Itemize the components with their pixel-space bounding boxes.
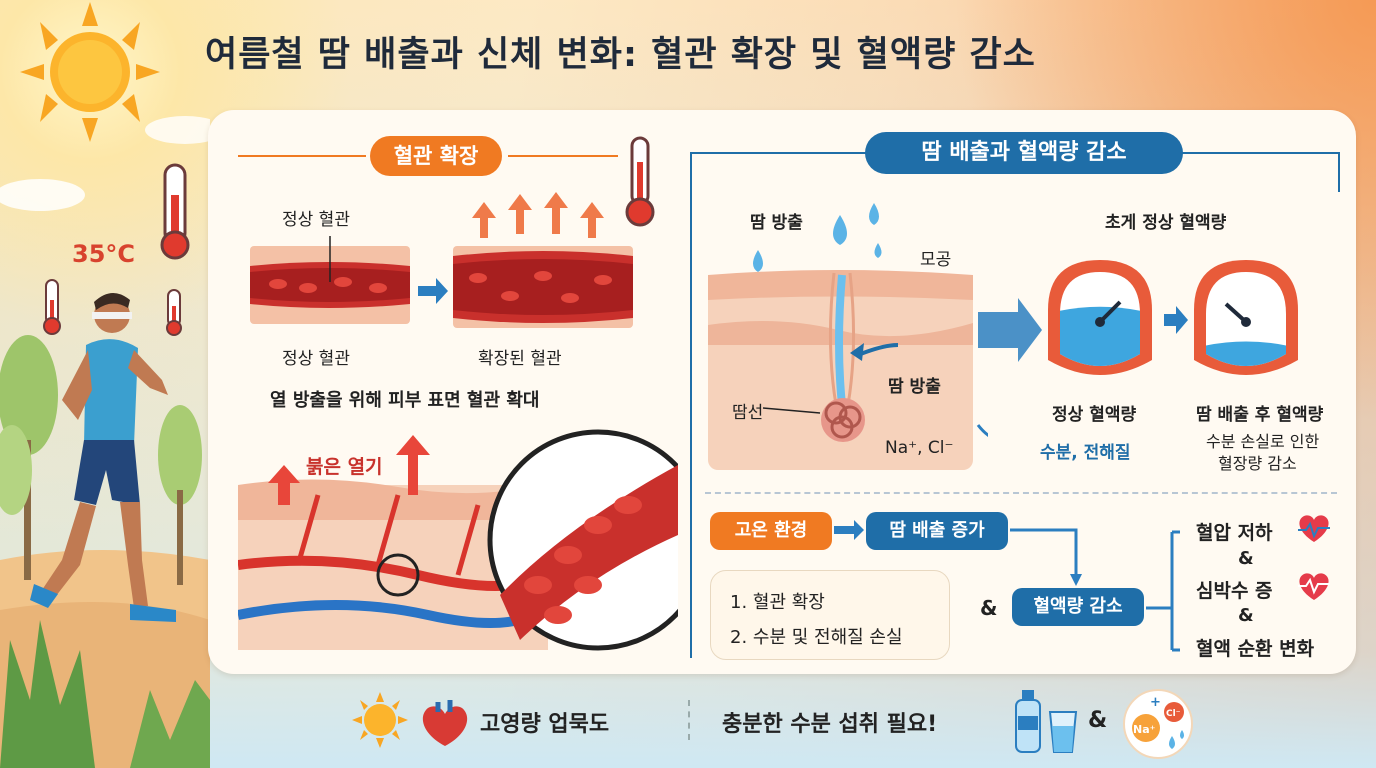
flow-sweat-increase: 땀 배출 증가 [866,512,1008,550]
flow-cause-1: 1. 혈관 확장 [730,592,825,613]
flow-effect-amp-1: & [1238,548,1254,569]
flow-hot-env: 고온 환경 [710,512,832,550]
flow-effect-2: 심박수 증 [1196,580,1273,602]
heart-organ-icon [422,700,468,746]
heart-pulse-icons [1298,515,1330,600]
thermometer-icon [625,136,655,227]
footer-amp: & [1088,708,1108,733]
footer-divider [688,700,690,740]
water-bottle-glass-icon [1015,690,1078,753]
divider-line [1338,152,1340,192]
heart-icon [1298,515,1330,542]
divider-line [1180,152,1340,154]
label-pore: 모공 [920,250,952,270]
thermometer-icon [43,279,61,335]
badge-plus-text: + [1150,695,1161,710]
thermometer-icon [166,289,182,336]
heart-icon [1298,573,1330,600]
label-after-desc-2: 혈장량 감소 [1218,454,1297,473]
flow-effect-3: 혈액 순환 변화 [1196,638,1315,660]
sun-icon [20,2,160,142]
dashed-divider [705,492,1337,494]
divider-line [690,152,870,154]
electrolyte-badge: Na⁺ Cl⁻ + [1123,689,1193,759]
blood-volume-gauges [978,260,1298,375]
label-after-volume: 땀 배출 후 혈액량 [1196,405,1324,425]
heat-label: 붉은 열기 [306,456,383,478]
flow-effect-amp-2: & [1238,605,1254,626]
label-normal-volume: 정상 혈액량 [1052,405,1137,425]
divider-line [508,155,618,157]
flow-blood-decrease: 혈액량 감소 [1012,588,1144,626]
gauge-normal [1048,260,1152,375]
sun-icon [352,692,408,748]
temperature-label: 35°C [72,240,135,268]
gauge-after [1194,260,1298,375]
section-header-vasodilation: 혈관 확장 [370,136,502,176]
footer-icons-left [352,692,468,748]
label-initial-volume: 초게 정상 혈액량 [1105,213,1227,233]
flow-amp: & [980,596,998,620]
sweat-gland-illustration [708,203,988,470]
footer-warning: 고영량 업묵도 [480,712,610,737]
runner-figure [30,292,176,622]
section-header-sweat: 땀 배출과 혈액량 감소 [865,132,1183,174]
label-after-desc-1: 수분 손실로 인한 [1206,432,1320,451]
label-ions: Na⁺, Cl⁻ [885,438,954,458]
label-gland: 땀선 [732,403,764,423]
vasodilation-caption: 열 방출을 위해 피부 표면 혈관 확대 [270,390,540,411]
flow-arrows [834,520,1180,652]
label-water-electrolytes: 수분, 전해질 [1040,443,1131,463]
runner-scene: 35°C [0,2,210,768]
vessel-comparison [250,236,633,328]
flow-effect-1: 혈압 저하 [1196,522,1273,544]
label-dilated-vessel: 확장된 혈관 [478,349,562,369]
flow-cause-card [710,570,950,660]
label-sweat-out-mid: 땀 방출 [888,377,941,397]
flow-cause-2: 2. 수분 및 전해질 손실 [730,627,903,648]
divider-line [690,152,692,658]
divider-line [238,155,366,157]
badge-na-text: Na⁺ [1133,723,1156,736]
label-normal-vessel-top: 정상 혈관 [282,210,350,230]
thermometer-icon [160,163,190,260]
label-normal-vessel: 정상 혈관 [282,349,350,369]
heat-arrows-icon [472,192,604,238]
page-title: 여름철 땀 배출과 신체 변화: 혈관 확장 및 혈액량 감소 [205,35,1036,75]
badge-cl-text: Cl⁻ [1166,709,1181,719]
label-sweat-out-top: 땀 방출 [750,213,803,233]
footer-advice: 충분한 수분 섭취 필요! [722,712,938,737]
skin-vessel-illustration [238,429,678,651]
